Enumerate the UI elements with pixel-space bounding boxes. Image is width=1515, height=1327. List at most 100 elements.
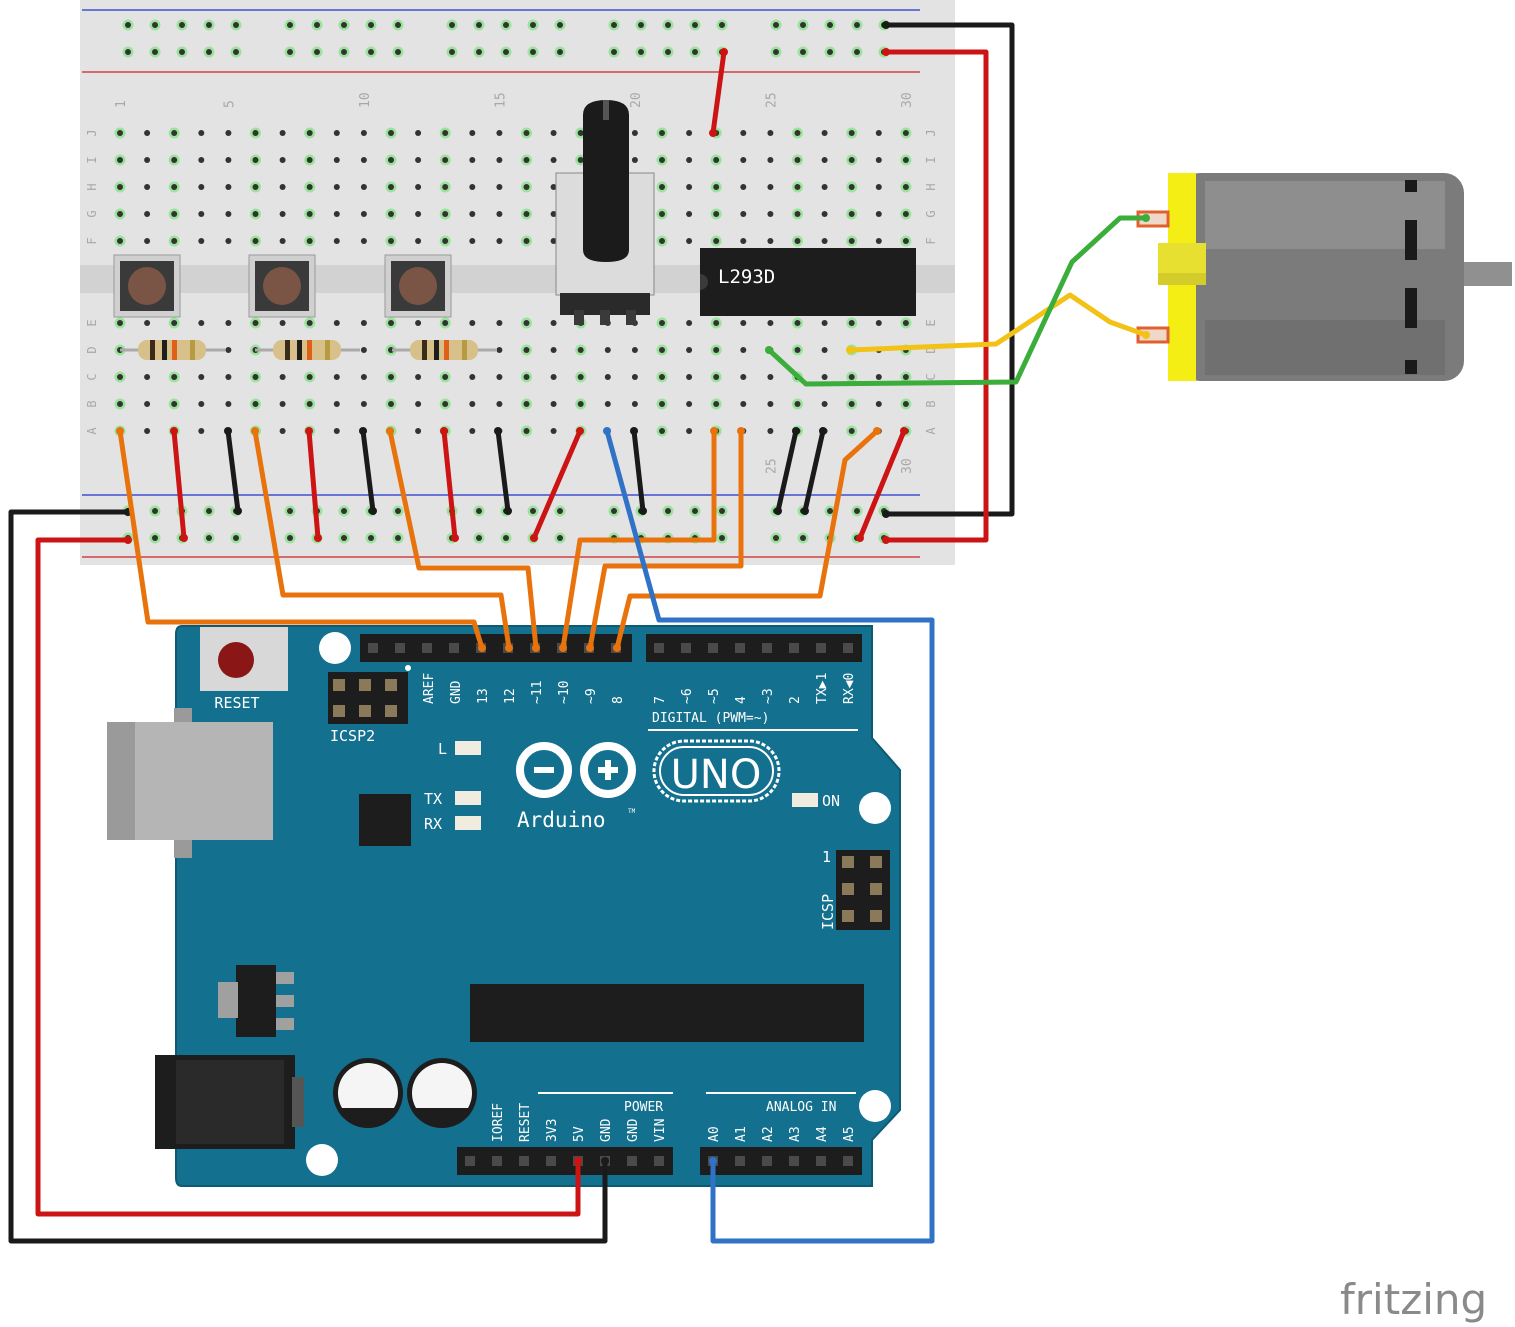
- rail-hole[interactable]: [206, 22, 212, 28]
- breadboard-hole[interactable]: [686, 428, 693, 434]
- breadboard-hole[interactable]: [469, 130, 476, 136]
- breadboard-hole[interactable]: [848, 320, 855, 326]
- breadboard-hole[interactable]: [902, 157, 909, 163]
- breadboard-hole[interactable]: [550, 428, 557, 434]
- breadboard-hole[interactable]: [198, 211, 205, 217]
- breadboard-hole[interactable]: [794, 184, 801, 190]
- breadboard-hole[interactable]: [902, 238, 909, 244]
- breadboard-hole[interactable]: [144, 374, 151, 380]
- breadboard-hole[interactable]: [388, 184, 394, 190]
- breadboard-hole[interactable]: [144, 130, 151, 136]
- breadboard-hole[interactable]: [469, 184, 476, 190]
- breadboard-hole[interactable]: [469, 401, 476, 407]
- breadboard-hole[interactable]: [306, 320, 313, 326]
- breadboard-hole[interactable]: [144, 157, 151, 163]
- breadboard-hole[interactable]: [821, 320, 828, 326]
- breadboard-hole[interactable]: [415, 157, 422, 163]
- breadboard-hole[interactable]: [767, 184, 774, 190]
- rail-hole[interactable]: [233, 535, 239, 541]
- breadboard-hole[interactable]: [767, 238, 774, 244]
- breadboard-hole[interactable]: [740, 347, 747, 353]
- breadboard-hole[interactable]: [577, 401, 584, 407]
- breadboard-hole[interactable]: [875, 401, 882, 407]
- breadboard-hole[interactable]: [496, 401, 503, 407]
- breadboard-hole[interactable]: [415, 238, 422, 244]
- breadboard-hole[interactable]: [659, 347, 665, 353]
- rail-hole[interactable]: [773, 535, 779, 541]
- breadboard-hole[interactable]: [577, 374, 584, 380]
- header-pin[interactable]: [465, 1156, 475, 1166]
- breadboard-hole[interactable]: [333, 238, 340, 244]
- rail-hole[interactable]: [557, 508, 563, 514]
- breadboard-hole[interactable]: [577, 347, 584, 353]
- rail-hole[interactable]: [233, 49, 239, 55]
- breadboard-hole[interactable]: [198, 130, 205, 136]
- breadboard-hole[interactable]: [198, 157, 205, 163]
- breadboard-hole[interactable]: [496, 211, 503, 217]
- breadboard-hole[interactable]: [875, 184, 882, 190]
- breadboard-hole[interactable]: [604, 401, 611, 407]
- breadboard-hole[interactable]: [252, 130, 259, 136]
- breadboard-hole[interactable]: [659, 428, 665, 434]
- rail-hole[interactable]: [503, 535, 509, 541]
- breadboard-hole[interactable]: [686, 184, 693, 190]
- breadboard-hole[interactable]: [713, 347, 720, 353]
- breadboard-hole[interactable]: [523, 401, 530, 407]
- breadboard-hole[interactable]: [279, 401, 286, 407]
- breadboard-hole[interactable]: [225, 211, 232, 217]
- rail-hole[interactable]: [476, 49, 482, 55]
- breadboard-hole[interactable]: [144, 428, 151, 434]
- breadboard-hole[interactable]: [469, 238, 476, 244]
- breadboard-hole[interactable]: [740, 374, 747, 380]
- rail-hole[interactable]: [314, 22, 320, 28]
- breadboard-hole[interactable]: [902, 184, 909, 190]
- breadboard-hole[interactable]: [550, 320, 557, 326]
- breadboard-hole[interactable]: [144, 320, 151, 326]
- breadboard-hole[interactable]: [360, 347, 367, 353]
- rail-hole[interactable]: [395, 49, 401, 55]
- rail-hole[interactable]: [125, 22, 131, 28]
- breadboard-hole[interactable]: [686, 401, 693, 407]
- breadboard-hole[interactable]: [848, 157, 855, 163]
- breadboard-hole[interactable]: [821, 238, 828, 244]
- breadboard-hole[interactable]: [794, 320, 801, 326]
- breadboard-hole[interactable]: [469, 320, 476, 326]
- rail-hole[interactable]: [476, 22, 482, 28]
- breadboard-hole[interactable]: [388, 130, 394, 136]
- breadboard-hole[interactable]: [144, 184, 151, 190]
- breadboard-hole[interactable]: [550, 238, 557, 244]
- header-pin[interactable]: [395, 643, 405, 653]
- rail-hole[interactable]: [827, 508, 833, 514]
- rail-hole[interactable]: [530, 22, 536, 28]
- breadboard-hole[interactable]: [523, 211, 530, 217]
- breadboard-hole[interactable]: [659, 401, 665, 407]
- breadboard-hole[interactable]: [686, 238, 693, 244]
- breadboard-hole[interactable]: [415, 401, 422, 407]
- breadboard-hole[interactable]: [360, 238, 367, 244]
- breadboard-hole[interactable]: [659, 374, 665, 380]
- breadboard-hole[interactable]: [848, 238, 855, 244]
- rail-hole[interactable]: [638, 49, 644, 55]
- breadboard-hole[interactable]: [333, 428, 340, 434]
- breadboard-hole[interactable]: [225, 184, 232, 190]
- breadboard-hole[interactable]: [306, 374, 313, 380]
- breadboard-hole[interactable]: [604, 347, 611, 353]
- breadboard-hole[interactable]: [550, 347, 557, 353]
- breadboard-hole[interactable]: [713, 401, 720, 407]
- breadboard-hole[interactable]: [360, 184, 367, 190]
- breadboard-hole[interactable]: [117, 320, 123, 326]
- breadboard-hole[interactable]: [496, 374, 503, 380]
- breadboard-hole[interactable]: [117, 130, 123, 136]
- breadboard-hole[interactable]: [767, 401, 774, 407]
- breadboard-hole[interactable]: [577, 157, 584, 163]
- breadboard-hole[interactable]: [306, 184, 313, 190]
- rail-hole[interactable]: [692, 508, 698, 514]
- rail-hole[interactable]: [719, 508, 725, 514]
- breadboard-hole[interactable]: [117, 211, 123, 217]
- breadboard-hole[interactable]: [848, 130, 855, 136]
- breadboard-hole[interactable]: [117, 157, 123, 163]
- breadboard-hole[interactable]: [659, 184, 665, 190]
- breadboard-hole[interactable]: [415, 130, 422, 136]
- breadboard-hole[interactable]: [902, 320, 909, 326]
- breadboard-hole[interactable]: [388, 238, 394, 244]
